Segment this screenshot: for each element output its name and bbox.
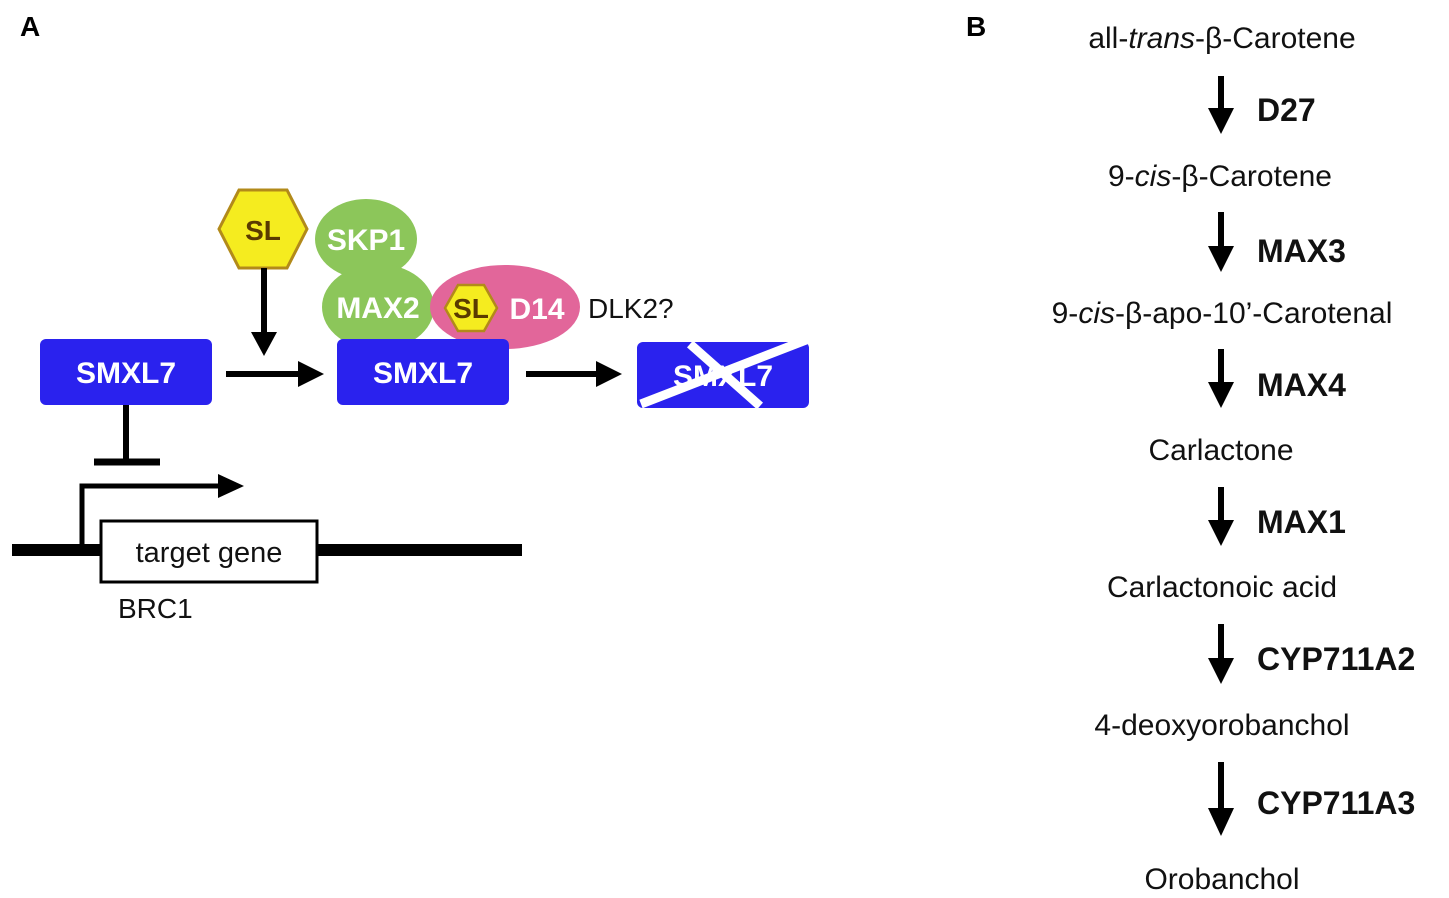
panel-b: B all-trans-β-Carotene 9-cis-β-Carotene … xyxy=(966,11,1415,896)
arrow-to-degradation-head xyxy=(596,361,622,387)
max2-label: MAX2 xyxy=(336,292,419,325)
target-gene-rect xyxy=(99,519,319,584)
smxl7-center-rect xyxy=(337,339,509,405)
pathway-arrow-1 xyxy=(1208,76,1234,134)
smxl7-left-rect xyxy=(40,339,212,405)
compound-all-trans-beta-carotene: all-trans-β-Carotene xyxy=(1088,22,1355,55)
compound-9-cis-beta-apo-carotenal: 9-cis-β-apo-10’-Carotenal xyxy=(1052,297,1393,330)
d14-protein: SL D14 xyxy=(430,265,580,349)
panel-a: A SMXL7 target gene BRC1 SL xyxy=(12,11,809,624)
pathway-arrow-3 xyxy=(1208,349,1234,408)
sl-bound-hexagon-shape xyxy=(443,283,499,333)
compound-orobanchol: Orobanchol xyxy=(1144,863,1299,896)
sl-down-arrowhead xyxy=(251,332,277,356)
sl-bound-label: SL xyxy=(453,293,489,324)
enzyme-d27: D27 xyxy=(1257,92,1316,128)
target-gene-box: target gene xyxy=(99,519,319,584)
panel-a-label: A xyxy=(20,11,40,42)
compound-carlactonoic-acid: Carlactonoic acid xyxy=(1107,571,1337,604)
sl-hexagon-shape xyxy=(217,188,309,270)
enzyme-cyp711a2: CYP711A2 xyxy=(1257,641,1415,677)
pathway-arrow-6 xyxy=(1208,762,1234,836)
enzyme-cyp711a3: CYP711A3 xyxy=(1257,785,1415,821)
sl-free-label: SL xyxy=(245,215,281,246)
pathway-arrow-5 xyxy=(1208,624,1234,684)
transcription-arrowhead xyxy=(218,474,244,498)
d14-label: D14 xyxy=(509,293,564,326)
sl-free-hexagon: SL xyxy=(217,188,309,270)
skp1-label: SKP1 xyxy=(327,224,405,257)
smxl7-left-box: SMXL7 xyxy=(40,339,212,405)
max2-protein: MAX2 xyxy=(322,264,434,350)
target-gene-label: target gene xyxy=(136,537,283,569)
skp1-shape xyxy=(315,199,417,279)
max2-shape xyxy=(322,264,434,350)
transcription-start-line xyxy=(79,483,220,545)
skp1-protein: SKP1 xyxy=(315,199,417,279)
enzyme-max1: MAX1 xyxy=(1257,504,1346,540)
compound-carlactone: Carlactone xyxy=(1148,434,1293,467)
smxl7-left-label: SMXL7 xyxy=(76,357,176,390)
dlk2-label: DLK2? xyxy=(588,293,674,324)
smxl7-degraded-box: SMXL7 xyxy=(637,335,809,410)
panel-b-label: B xyxy=(966,11,986,42)
compound-4-deoxyorobanchol: 4-deoxyorobanchol xyxy=(1094,709,1349,742)
pathway-arrow-4 xyxy=(1208,487,1234,546)
smxl7-center-box: SMXL7 xyxy=(337,339,509,405)
pathway-arrow-2 xyxy=(1208,212,1234,272)
enzyme-max3: MAX3 xyxy=(1257,233,1346,269)
degradation-cross-2 xyxy=(687,340,763,410)
compound-9-cis-beta-carotene: 9-cis-β-Carotene xyxy=(1108,160,1332,193)
smxl7-center-label: SMXL7 xyxy=(373,357,473,390)
arrow-to-complex-head xyxy=(298,361,324,387)
brc1-label: BRC1 xyxy=(118,593,193,624)
enzyme-max4: MAX4 xyxy=(1257,367,1346,403)
